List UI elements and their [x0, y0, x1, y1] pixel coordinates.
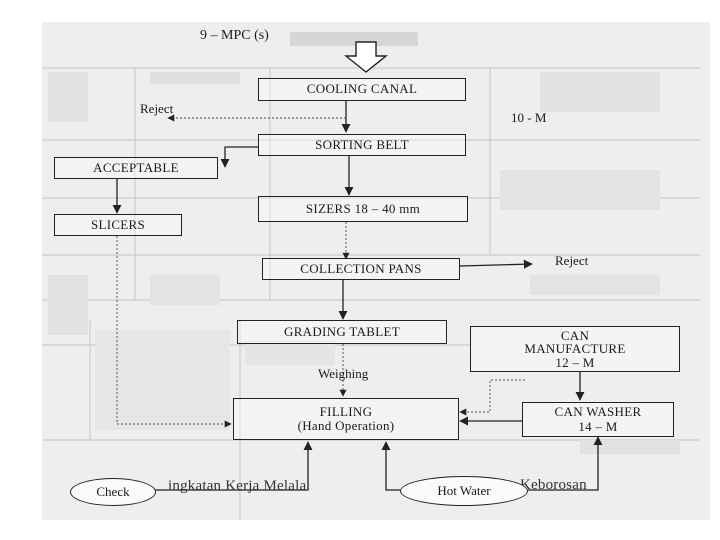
background-text-left: ingkatan Kerja Melala — [168, 478, 307, 494]
node-acceptable: ACCEPTABLE — [54, 157, 218, 179]
node-hot-water: Hot Water — [400, 476, 528, 506]
node-filling: FILLING (Hand Operation) — [233, 398, 459, 440]
label-ten-m: 10 - M — [511, 110, 547, 125]
header-mpc-label: 9 – MPC (s) — [200, 28, 269, 43]
node-collection-pans: COLLECTION PANS — [262, 258, 460, 280]
node-cooling-canal: COOLING CANAL — [258, 78, 466, 101]
node-grading-tablet: GRADING TABLET — [237, 320, 447, 344]
node-slicers: SLICERS — [54, 214, 182, 236]
node-check: Check — [70, 478, 156, 506]
label-weighing: Weighing — [318, 366, 369, 381]
node-can-washer: CAN WASHER 14 – M — [522, 402, 674, 437]
node-can-manufacture: CAN MANUFACTURE 12 – M — [470, 326, 680, 372]
node-sorting-belt: SORTING BELT — [258, 134, 466, 156]
label-reject-2: Reject — [555, 253, 589, 268]
background-text-right: Keborosan — [520, 477, 587, 493]
node-sizers: SIZERS 18 – 40 mm — [258, 196, 468, 222]
label-reject-1: Reject — [140, 101, 174, 116]
